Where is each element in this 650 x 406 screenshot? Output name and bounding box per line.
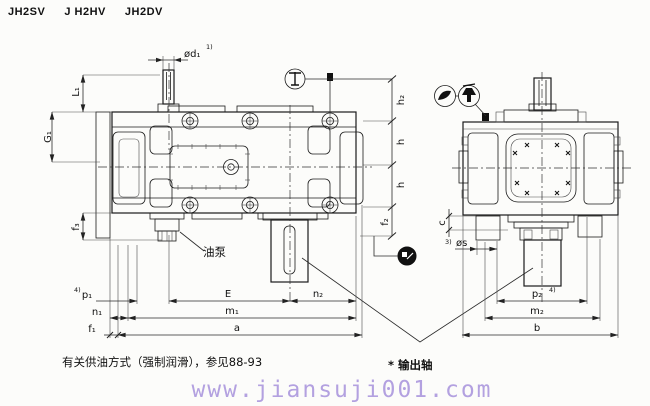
annotations: 油泵 有关供油方式（强制润滑），参见88-93 * 输出轴 www.jiansu… [62, 245, 492, 403]
bottom-pad-right [257, 212, 329, 220]
symbols [284, 68, 534, 343]
bolt-icon [241, 112, 259, 130]
vent-plug [327, 73, 333, 81]
dim-p1-footnote: 4) [74, 286, 81, 294]
dim-n1: n₁ [92, 307, 102, 318]
bolt-icon [181, 112, 199, 130]
dim-p2: p₂ [532, 289, 542, 300]
vertical-shaft-top [495, 77, 587, 123]
model-name-jh2hv: J H2HV [64, 6, 106, 18]
dim-f3: f₃ [71, 223, 82, 231]
vent-plug-icon [458, 83, 480, 107]
dim-L1: L₁ [71, 87, 82, 97]
dim-h2: h₂ [396, 95, 407, 105]
output-shaft-label: * 输出轴 [388, 358, 433, 372]
model-title-row: JH2SV J H2HV JH2DV [8, 6, 163, 18]
top-pad-right [236, 105, 314, 113]
bolt-icon [321, 112, 339, 130]
model-name-jh2sv: JH2SV [8, 6, 46, 18]
dim-a: a [234, 323, 240, 334]
dimension-lines [49, 56, 619, 339]
dim-p2-footnote: 4) [549, 286, 556, 294]
dim-p1: p₁ [82, 290, 92, 301]
dim-f2: f₂ [380, 218, 391, 226]
oil-pump [149, 212, 185, 242]
top-pad-left [167, 105, 226, 113]
bolt-icon [321, 196, 339, 214]
dimension-labels: ød₁ 1) L₁ G₁ f₃ 4) p₁ n₁ f₁ E n₂ m₁ a h₂… [43, 43, 556, 335]
output-shaft-leader [301, 257, 534, 343]
breather-valve-icon [284, 68, 306, 90]
dim-d1: ød₁ [184, 49, 200, 60]
wall-section-hatch [475, 215, 501, 241]
input-shaft [157, 69, 180, 113]
side-view [95, 63, 372, 304]
end-view [452, 72, 631, 302]
corner-plug [482, 113, 489, 121]
dim-f1: f₁ [88, 324, 96, 335]
bolt-icon [241, 196, 259, 214]
bolt-icon [181, 196, 199, 214]
right-bearing-cover [339, 131, 364, 205]
dim-s: øs [456, 238, 467, 249]
oil-supply-note: 有关供油方式（强制润滑），参见88-93 [62, 355, 262, 369]
left-bearing-cover [112, 131, 146, 205]
wall-section-hatch [577, 215, 603, 238]
dim-c: c [437, 220, 448, 226]
oil-pump-label: 油泵 [203, 245, 226, 259]
dim-d1-footnote: 1) [206, 43, 213, 51]
bottom-pad-left [191, 212, 243, 220]
dim-m2: m₂ [530, 306, 544, 317]
dim-s-footnote: 3) [445, 238, 452, 246]
wall-section-hatch [95, 111, 111, 239]
dim-E: E [225, 289, 231, 300]
dim-b: b [534, 323, 540, 334]
dim-h-upper: h [396, 139, 407, 145]
model-name-jh2dv: JH2DV [124, 6, 163, 18]
dim-m1: m₁ [225, 306, 239, 317]
dim-n2: n₂ [313, 289, 323, 300]
dim-G1: G₁ [43, 131, 54, 143]
output-shaft-end [507, 214, 575, 287]
dim-h-lower: h [396, 182, 407, 188]
oil-level-icon [434, 85, 456, 107]
watermark: www.jiansuji001.com [191, 377, 492, 403]
housing-end [462, 121, 619, 216]
drain-plug-icon [397, 246, 417, 266]
